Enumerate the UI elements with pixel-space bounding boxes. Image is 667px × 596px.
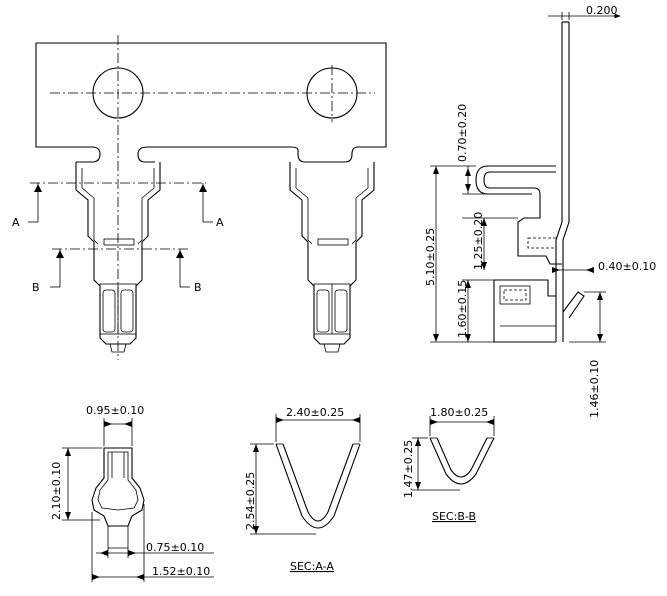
dim-front-height: 2.10±0.10 <box>50 462 63 520</box>
dim-overall-width: 1.52±0.10 <box>152 565 210 578</box>
dim-inner-width: 0.75±0.10 <box>146 541 204 554</box>
dim-bottom-height: 1.60±0.15 <box>456 280 469 338</box>
dim-thickness: 0.200 <box>586 4 618 17</box>
section-b-label-right: B <box>194 281 202 294</box>
terminal-right <box>289 162 375 353</box>
dim-section-b-width: 1.80±0.25 <box>430 406 488 419</box>
main-view: A A B B <box>12 35 387 360</box>
dim-overall-height: 5.10±0.25 <box>424 228 437 286</box>
section-b-label-left: B <box>32 281 40 294</box>
carrier-strip <box>35 42 387 163</box>
dim-latch-height: 1.46±0.10 <box>588 360 601 418</box>
section-a-label-right: A <box>216 216 224 229</box>
section-a-caption: SEC:A-A <box>290 560 334 573</box>
side-view: 0.200 5.10±0.25 0.70±0.20 1.25±0.20 1.60… <box>424 4 656 418</box>
dim-mid-height: 1.25±0.20 <box>472 212 485 270</box>
dim-section-a-width: 2.40±0.25 <box>286 406 344 419</box>
section-b-b: 1.80±0.25 1.47±0.25 SEC:B-B <box>402 406 495 523</box>
terminal-left <box>75 162 161 353</box>
dim-top-width: 0.95±0.10 <box>86 404 144 417</box>
section-a-a: 2.40±0.25 2.54±0.25 SEC:A-A <box>244 406 361 573</box>
section-b-caption: SEC:B-B <box>432 510 476 523</box>
dim-latch-offset: 0.40±0.10 <box>598 260 656 273</box>
section-a-label-left: A <box>12 216 20 229</box>
dim-section-a-height: 2.54±0.25 <box>244 472 257 530</box>
section-b-marker: B B <box>32 248 202 294</box>
front-view: 0.95±0.10 2.10±0.10 0.75±0.10 1.52±0.10 <box>50 404 214 582</box>
section-a-marker: A A <box>12 182 224 229</box>
dim-section-b-height: 1.47±0.25 <box>402 440 415 498</box>
dim-top-tab: 0.70±0.20 <box>456 104 469 162</box>
